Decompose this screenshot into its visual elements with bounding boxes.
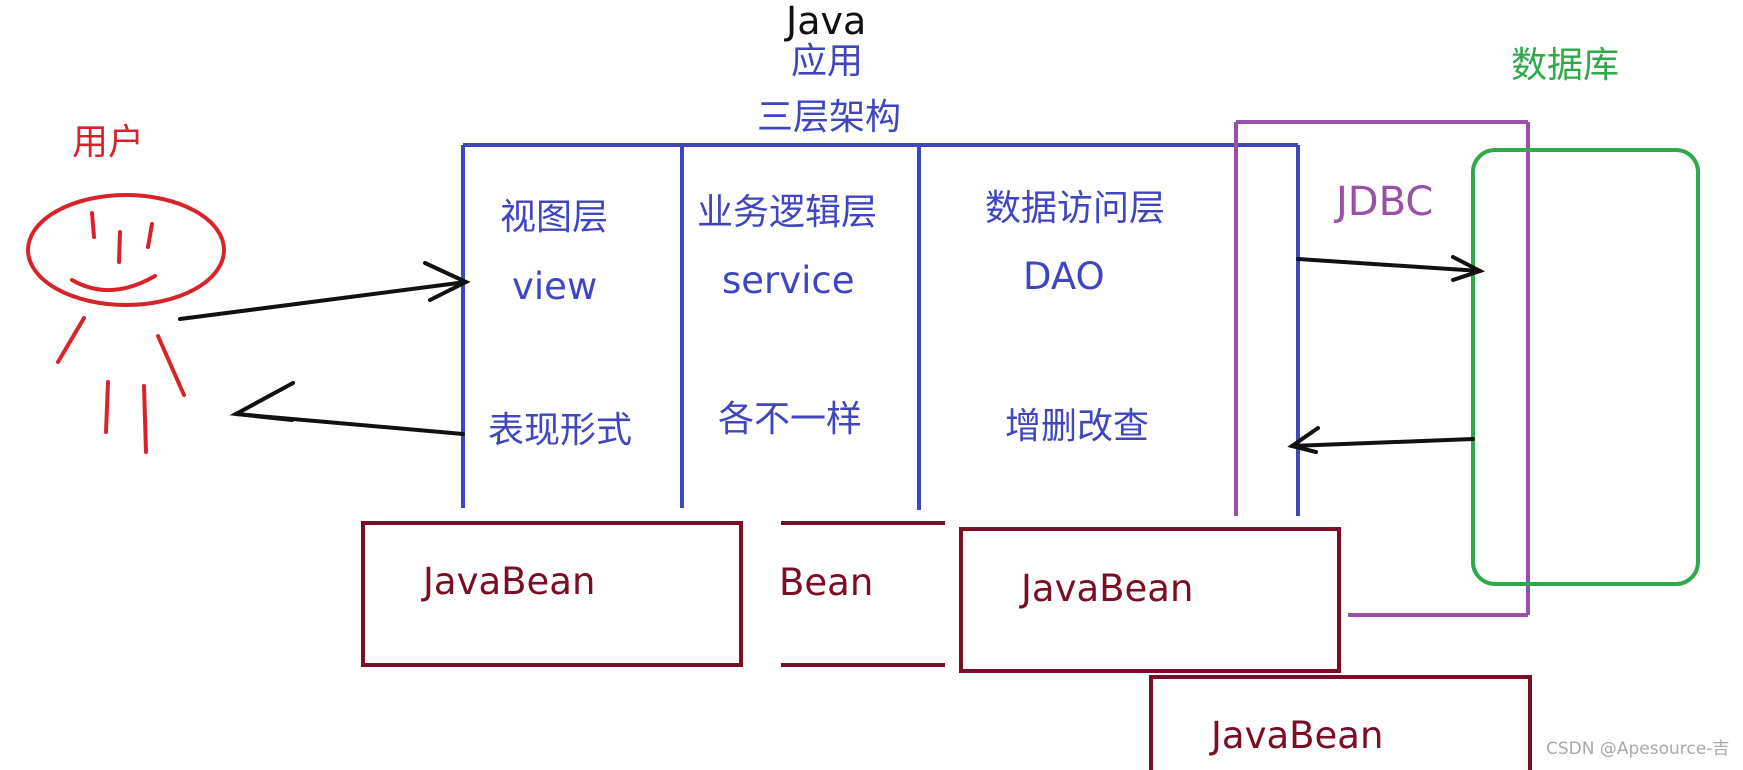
app-label: 应用 [791,41,864,82]
user-mouth [70,274,157,292]
view-layer-title: 视图层 [500,197,609,238]
jdbc-label: JDBC [1336,179,1434,225]
database-label: 数据库 [1511,45,1620,86]
user-eye-center [117,230,122,264]
dao-layer-name: DAO [1023,255,1105,298]
arrow-app-to-db-head [1451,255,1486,282]
arrow-db-to-app-head [1287,426,1320,454]
user-figure [26,193,226,454]
three-tier-label: 三层架构 [757,97,902,138]
javabean-box-4 [1149,675,1532,770]
user-eye-right [146,222,154,249]
database-box [1471,148,1700,586]
javabean-box-3 [959,527,1341,673]
user-label: 用户 [72,122,145,163]
arrow-user-to-view-head [423,261,471,302]
user-head [26,193,226,307]
dao-layer-title: 数据访问层 [985,188,1166,229]
service-layer-title: 业务逻辑层 [697,192,878,233]
arrow-db-to-app [1290,437,1475,448]
javabean-label-4: JavaBean [1211,714,1384,757]
user-limb-4 [156,334,186,397]
arrow-user-to-view [178,280,468,321]
user-eye-left [90,211,96,239]
javabean-label-1: JavaBean [423,560,596,603]
arrow-view-to-user-head [229,381,295,422]
architecture-frame [461,143,1300,516]
service-layer-desc: 各不一样 [718,399,863,440]
java-label: Java [786,0,867,43]
javabean-boxes [361,521,1532,770]
view-layer-name: view [512,265,598,308]
watermark: CSDN @Apesource-吉 [1546,739,1730,759]
javabean-label-2: Bean [779,561,874,604]
javabean-label-3: JavaBean [1021,567,1194,610]
arrows [178,255,1486,454]
user-limb-2 [104,380,110,434]
view-layer-desc: 表现形式 [488,410,633,451]
user-limb-3 [142,384,148,454]
arrow-app-to-db [1296,257,1482,273]
jdbc-frame [1234,120,1530,617]
service-layer-name: service [722,259,855,302]
javabean-box-1 [361,521,743,667]
user-limb-1 [56,316,86,364]
dao-layer-desc: 增删改查 [1005,406,1150,447]
